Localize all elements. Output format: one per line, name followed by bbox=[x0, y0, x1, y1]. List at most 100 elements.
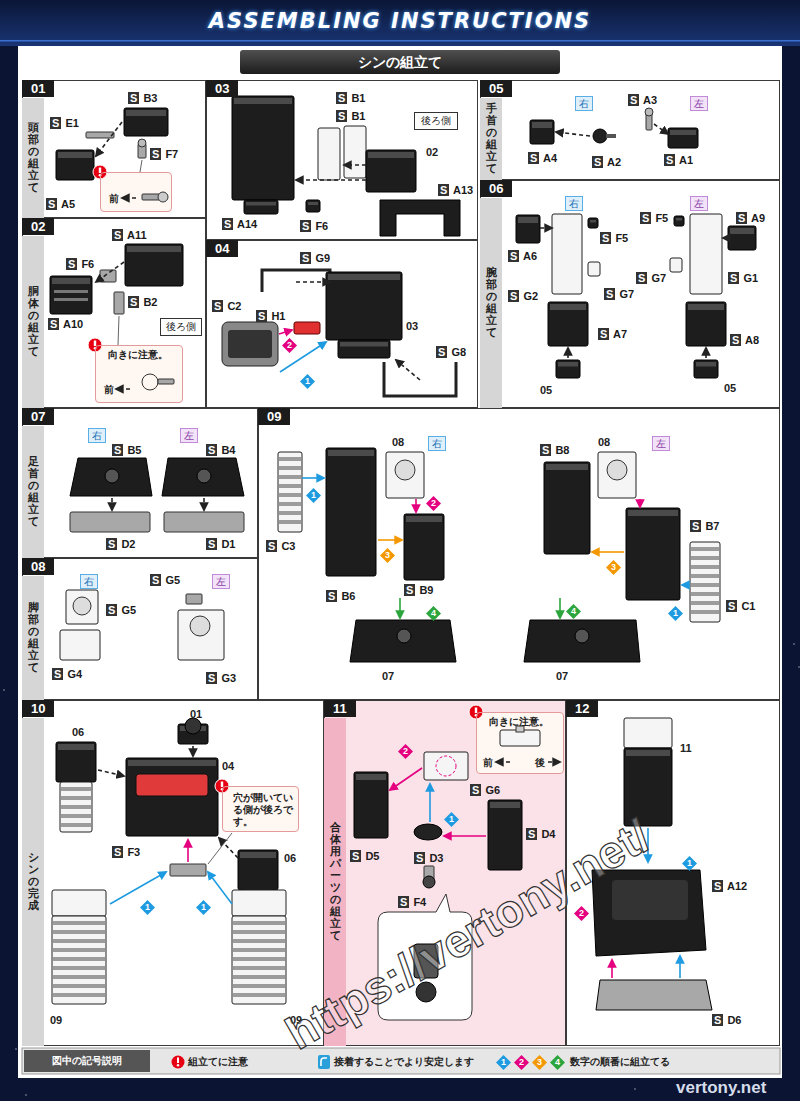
part-highlight bbox=[628, 510, 678, 516]
step-number: 06 bbox=[480, 180, 512, 197]
stripe bbox=[53, 930, 105, 934]
section-label: 腕部の組立て bbox=[486, 267, 497, 340]
part-number: S A5 bbox=[46, 198, 75, 211]
part-shape bbox=[262, 270, 330, 292]
assembly-arrow bbox=[111, 498, 113, 510]
part-shape bbox=[232, 96, 294, 200]
part-shape bbox=[197, 469, 211, 483]
assembly-arrow bbox=[110, 872, 166, 904]
order-number: 1 bbox=[306, 488, 321, 503]
part-number: S D6 bbox=[712, 1014, 741, 1027]
step-reference: 07 bbox=[382, 670, 394, 683]
stripe bbox=[53, 948, 105, 952]
part-number: S C2 bbox=[212, 300, 241, 313]
part-shape bbox=[73, 597, 91, 615]
caution-icon bbox=[177, 1064, 179, 1066]
stripe bbox=[279, 511, 301, 515]
part-shape bbox=[424, 752, 468, 780]
part-highlight bbox=[340, 342, 388, 347]
panel-ground bbox=[22, 218, 206, 408]
order-number: 4 bbox=[426, 606, 441, 621]
assembly-arrow bbox=[679, 956, 681, 978]
side-marker: 左 bbox=[690, 196, 708, 211]
stripe bbox=[279, 475, 301, 479]
part-highlight bbox=[58, 744, 94, 750]
part-shape bbox=[232, 890, 286, 916]
stripe bbox=[53, 921, 105, 925]
part-number: S A12 bbox=[712, 880, 747, 893]
stripe bbox=[691, 556, 719, 560]
part-shape bbox=[575, 629, 589, 643]
step-reference: 06 bbox=[72, 726, 84, 739]
header-line bbox=[0, 40, 800, 42]
watermark: vertony.net bbox=[676, 1078, 766, 1098]
assembly-arrow bbox=[96, 262, 124, 282]
part-shape bbox=[142, 374, 158, 390]
side-band: シンの完成 bbox=[22, 718, 44, 1046]
part-number: S F4 bbox=[398, 896, 426, 909]
step-panel: 09 bbox=[258, 408, 780, 700]
panel-ground bbox=[258, 408, 780, 700]
part-shape bbox=[136, 774, 208, 796]
stripe bbox=[233, 957, 285, 961]
side-marker: 左 bbox=[212, 574, 230, 589]
caution-callout: 前 bbox=[100, 172, 172, 212]
part-shape bbox=[52, 890, 106, 916]
assembly-arrow bbox=[682, 584, 690, 586]
step-number: 07 bbox=[22, 408, 54, 425]
callout-text: 前 bbox=[109, 193, 119, 205]
step-panel: 01頭部の組立て前 bbox=[22, 80, 206, 218]
step-reference: 03 bbox=[406, 320, 418, 333]
order-number: 1 bbox=[300, 374, 315, 389]
order-number: 3 bbox=[606, 560, 621, 575]
part-highlight bbox=[240, 852, 276, 858]
order-number: 1 bbox=[196, 900, 211, 915]
step-reference: 06 bbox=[284, 852, 296, 865]
stripe bbox=[691, 574, 719, 578]
step-reference: 09 bbox=[50, 1014, 62, 1027]
part-number: S A4 bbox=[528, 152, 557, 165]
part-shape bbox=[158, 192, 168, 202]
part-number: S G4 bbox=[52, 668, 82, 681]
side-band: 足首の組立て bbox=[22, 426, 44, 558]
part-shape bbox=[588, 218, 598, 228]
glue-icon bbox=[318, 1055, 330, 1069]
stripe bbox=[279, 520, 301, 524]
assembly-arrow bbox=[96, 122, 122, 156]
part-shape bbox=[60, 630, 100, 660]
order-number: 3 bbox=[532, 1055, 547, 1070]
part-shape bbox=[588, 262, 600, 276]
part-shape bbox=[607, 460, 627, 480]
side-marker: 右 bbox=[428, 436, 446, 451]
part-number: S F3 bbox=[112, 846, 140, 859]
part-shape bbox=[686, 302, 726, 346]
assembly-arrow bbox=[122, 197, 136, 199]
part-number: S B4 bbox=[206, 444, 235, 457]
panel-ground bbox=[480, 180, 780, 408]
part-shape bbox=[326, 448, 376, 576]
step-number: 05 bbox=[480, 80, 512, 97]
part-number: S H1 bbox=[256, 310, 285, 323]
assembly-arrow bbox=[540, 227, 552, 229]
part-shape bbox=[164, 512, 244, 532]
note-text: 後ろ側 bbox=[166, 320, 196, 334]
assembly-arrow bbox=[98, 770, 124, 776]
step-number: 12 bbox=[566, 700, 598, 717]
assembly-arrow bbox=[723, 237, 728, 239]
part-shape bbox=[552, 214, 582, 294]
assembly-arrow bbox=[556, 132, 590, 136]
stripe bbox=[233, 939, 285, 943]
part-shape bbox=[232, 916, 286, 1004]
assembly-arrow bbox=[559, 598, 561, 618]
stripe bbox=[279, 493, 301, 497]
assembly-arrow bbox=[496, 761, 510, 763]
part-shape bbox=[186, 594, 202, 604]
panel-ground bbox=[22, 408, 258, 558]
caution-callout: 穴が開いている側が後ろです。 bbox=[222, 786, 299, 832]
stripe bbox=[691, 565, 719, 569]
stripe bbox=[279, 502, 301, 506]
stripe bbox=[233, 975, 285, 979]
part-shape bbox=[690, 214, 722, 294]
callout-text: 向きに注意。 bbox=[489, 716, 549, 728]
